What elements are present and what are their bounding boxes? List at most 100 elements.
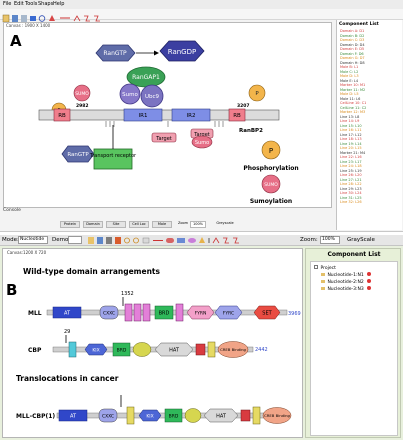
new-file-icon[interactable]	[88, 237, 94, 244]
demo-select[interactable]	[68, 236, 82, 244]
component-list-item[interactable]: Domain C: D3	[340, 38, 365, 42]
component-list-item[interactable]: Line 28: L22	[340, 182, 362, 186]
fusion-ch3[interactable]	[184, 408, 202, 423]
save-icon[interactable]	[12, 15, 18, 22]
component-list-item[interactable]: Line 25: L19	[340, 168, 362, 173]
p-top-node[interactable]	[248, 84, 266, 102]
component-list-item[interactable]: Mole D: L5	[340, 92, 359, 96]
component-list-item[interactable]: Line 30: L24	[340, 191, 362, 195]
sumo-node[interactable]	[119, 83, 141, 105]
rectangle-tool-icon[interactable]	[30, 16, 36, 21]
redo-icon[interactable]	[133, 237, 139, 244]
component-list-item[interactable]: Domain G: D7	[340, 56, 365, 60]
component-list-item[interactable]: CellLine 11: C2	[340, 105, 367, 110]
component-list-item[interactable]: Domain F: D6	[340, 51, 364, 56]
ir1-domain[interactable]	[123, 108, 163, 122]
mll-phd-3[interactable]	[142, 303, 151, 322]
ellipse-tool-icon[interactable]	[38, 15, 46, 22]
menu-tools[interactable]: Tools	[25, 1, 38, 7]
mole-button[interactable]: Mole	[152, 221, 172, 228]
transport-receptor-node[interactable]	[93, 148, 133, 170]
cbp-creb-binding[interactable]	[217, 341, 249, 358]
sumo-left-node[interactable]	[73, 84, 91, 102]
cbp-taz2[interactable]	[207, 341, 216, 358]
ubc9-node[interactable]	[140, 84, 164, 108]
export-icon[interactable]	[21, 15, 27, 22]
mll-set[interactable]	[253, 305, 281, 320]
site-button[interactable]: Site	[106, 221, 126, 228]
mode-select[interactable]: Nucleotide	[18, 236, 48, 244]
greyscale-checkbox[interactable]: Greyscale	[216, 221, 234, 225]
rangtp-top-node[interactable]	[95, 44, 136, 62]
print-icon[interactable]	[106, 237, 112, 244]
fusion-brd[interactable]	[164, 408, 183, 423]
component-list-item[interactable]: Domain E: D5	[340, 47, 365, 51]
component-list-item[interactable]: Domain A: D1	[340, 29, 365, 33]
component-list-item[interactable]: Mole D: L3	[340, 74, 359, 78]
undo-icon[interactable]	[124, 237, 130, 244]
component-list-item[interactable]: Line 23: L17	[340, 159, 362, 164]
target-left-node[interactable]	[151, 132, 177, 143]
zoom-select[interactable]: 100%	[190, 221, 206, 228]
delete-icon[interactable]	[367, 279, 372, 283]
component-list-item[interactable]: Domain B: D2	[340, 33, 365, 38]
component-list-item[interactable]: Mole E: L4	[340, 78, 359, 83]
fusion-zz[interactable]	[240, 409, 251, 422]
menu-shaps[interactable]: Shaps	[38, 1, 54, 7]
mll-fyrn[interactable]	[186, 305, 215, 320]
mll-fyrc[interactable]	[214, 305, 243, 320]
component-list-item[interactable]: Marker 12: M3	[340, 110, 366, 114]
zigzag-tool-icon[interactable]	[223, 237, 229, 244]
tree-item-3[interactable]: Nucleotide-3:N3	[321, 286, 372, 292]
mll-cxxc[interactable]	[99, 305, 119, 320]
cell-loc-button[interactable]: Cell Loc	[129, 221, 149, 228]
cbp-rid[interactable]	[68, 341, 77, 358]
protein-button[interactable]: Protein	[60, 221, 80, 228]
component-list-item[interactable]: Line 27: L21	[340, 177, 362, 182]
component-list-item[interactable]: Mole 11: L6	[340, 96, 361, 101]
component-list-item[interactable]: Marker 10: M1	[340, 83, 366, 87]
fusion-taz2[interactable]	[252, 406, 261, 425]
rangdp-node[interactable]	[159, 40, 205, 62]
angle-tool-icon[interactable]	[212, 237, 220, 244]
sumo-mid-node[interactable]	[191, 135, 213, 149]
cbp-hat[interactable]	[154, 342, 194, 357]
tree-item-2[interactable]: Nucleotide-2:N2	[321, 279, 372, 285]
fusion-creb-binding[interactable]	[262, 407, 292, 424]
canvas-b[interactable]: Canvas:1200 X 720 B Wild-type domain arr…	[2, 248, 303, 438]
cbp-zz[interactable]	[195, 343, 206, 356]
oval-tool-icon[interactable]	[188, 238, 196, 243]
menu-file[interactable]: File	[3, 1, 12, 7]
component-list-item[interactable]: Line 20: L15	[340, 146, 362, 150]
domain-button[interactable]: Domain	[83, 221, 103, 228]
component-list-item[interactable]: Marker 21: M4	[340, 150, 366, 155]
greyscale-checkbox-b[interactable]: GrayScale	[347, 237, 375, 243]
delete-icon[interactable]	[367, 272, 372, 276]
component-list-item[interactable]: Line 19: L14	[340, 141, 362, 146]
cbp-kix[interactable]	[84, 343, 108, 356]
component-list-item[interactable]: Line 22: L16	[340, 155, 362, 159]
fusion-cxxc[interactable]	[98, 408, 118, 423]
component-list-item[interactable]: Marker 11: M2	[340, 87, 366, 92]
save-icon[interactable]	[97, 237, 103, 244]
open-folder-icon[interactable]	[2, 14, 10, 23]
tree-expand-icon[interactable]	[314, 265, 318, 269]
fusion-hat[interactable]	[203, 408, 239, 423]
triangle-tool-icon[interactable]	[49, 15, 55, 21]
component-list-item[interactable]: Line 16: L11	[340, 128, 362, 132]
component-list-item[interactable]: Line 14: L9	[340, 119, 360, 123]
angle-tool-icon[interactable]	[73, 15, 81, 22]
ir2-domain[interactable]	[171, 108, 211, 122]
mll-brd[interactable]	[154, 305, 174, 320]
copy-icon[interactable]	[142, 237, 150, 244]
menu-edit[interactable]: Edit	[14, 1, 24, 7]
mll-phd-1[interactable]	[124, 303, 133, 322]
component-list-item[interactable]: Line 13: L8	[340, 114, 360, 119]
rb-right-domain[interactable]	[228, 108, 246, 122]
cbp-brd[interactable]	[112, 342, 131, 357]
component-list-item[interactable]: Line 24: L18	[340, 164, 362, 168]
component-list-item[interactable]: Line 15: L10	[340, 123, 362, 128]
component-list-item[interactable]: Domain H: D8	[340, 60, 365, 65]
component-list-item[interactable]: Mole C: L2	[340, 69, 359, 74]
component-list-item[interactable]: Line 26: L20	[340, 173, 362, 177]
